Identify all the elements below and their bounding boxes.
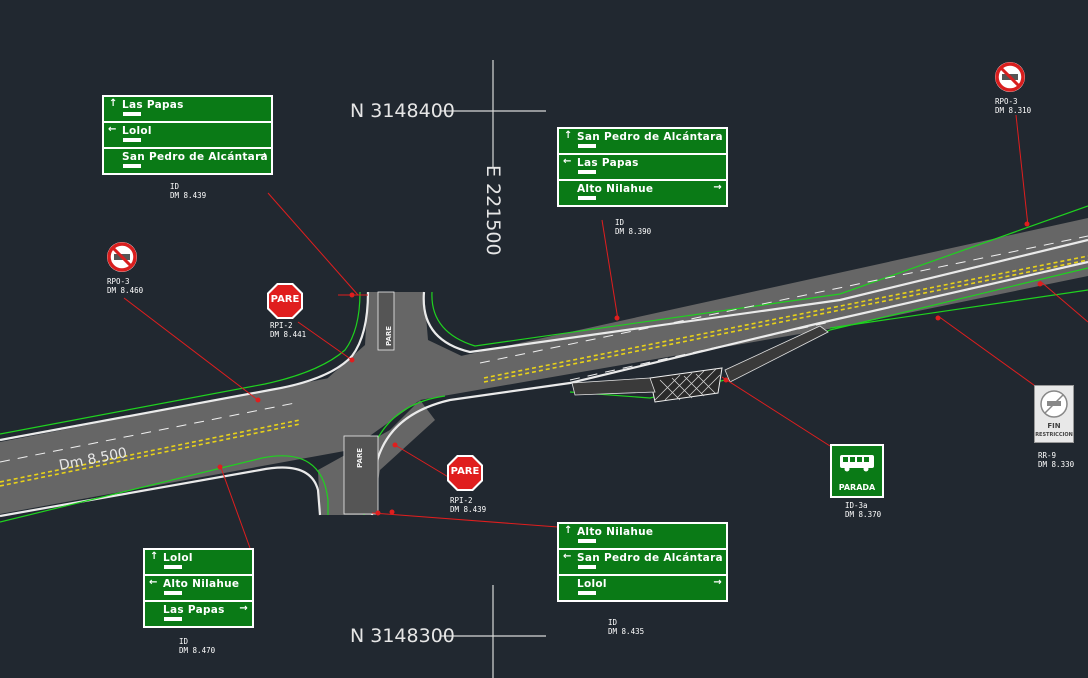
distance-plate	[577, 538, 597, 544]
distance-plate	[577, 590, 597, 596]
arrow-left-icon: ←	[108, 124, 117, 135]
distance-plate	[122, 111, 142, 117]
sign-row: ↑ Las Papas	[104, 97, 271, 123]
pare-marking-top: PARE	[385, 326, 393, 346]
destination-label: Lolol	[577, 578, 607, 590]
no-passing-sign-icon	[995, 62, 1025, 92]
destination-label: San Pedro de Alcántara	[577, 552, 723, 564]
arrow-right-icon: →	[239, 603, 248, 614]
sign-row: Alto Nilahue →	[559, 181, 726, 205]
sign-code-label: RPI-2 DM 8.439	[450, 496, 487, 514]
destination-label: San Pedro de Alcántara	[577, 131, 723, 143]
hatched-islands	[343, 291, 829, 515]
distance-plate	[122, 163, 142, 169]
bus-icon	[840, 455, 874, 472]
stop-sign-label: PARE	[270, 294, 300, 305]
sign-row: Las Papas →	[145, 602, 252, 626]
destination-label: Alto Nilahue	[163, 578, 240, 590]
stop-sign-icon: PARE	[446, 454, 484, 492]
bus-stop-sign: PARADA	[830, 444, 884, 498]
sign-code-label: RR-9 DM 8.330	[1038, 451, 1075, 469]
destination-label: San Pedro de Alcántara	[122, 151, 268, 163]
stop-sign-label: PARE	[450, 466, 480, 477]
arrow-left-icon: ←	[149, 577, 158, 588]
sign-row: San Pedro de Alcántara→	[104, 149, 271, 173]
sign-row: Lolol →	[559, 576, 726, 600]
sign-row: ← Lolol	[104, 123, 271, 149]
lane-dashes	[0, 235, 1088, 463]
sign-row: ← Alto Nilahue	[145, 576, 252, 602]
destination-label: Lolol	[163, 552, 193, 564]
east-coordinate: E 221500	[482, 165, 504, 256]
sign-code-label: ID-3a DM 8.370	[845, 501, 882, 519]
distance-plate	[122, 137, 142, 143]
destination-label: Las Papas	[122, 99, 184, 111]
arrow-up-icon: ↑	[150, 551, 159, 562]
distance-plate	[163, 590, 183, 596]
end-restriction-icon	[1040, 390, 1068, 418]
destination-label: Alto Nilahue	[577, 183, 654, 195]
sign-code-label: ID DM 8.439	[170, 182, 207, 200]
leader-dots	[217, 221, 1043, 516]
arrow-left-icon: ←	[563, 551, 572, 562]
destination-label: Alto Nilahue	[577, 526, 654, 538]
guide-sign-bottom-mid: ↑ Alto Nilahue ← San Pedro de Alcántara Lo…	[557, 522, 728, 602]
bus-stop-label: PARADA	[838, 483, 876, 492]
sign-code-label: RPO-3 DM 8.310	[995, 97, 1032, 115]
stop-sign-icon: PARE	[266, 282, 304, 320]
distance-plate	[577, 143, 597, 149]
arrow-up-icon: ↑	[564, 525, 573, 536]
sign-code-label: RPO-3 DM 8.460	[107, 277, 144, 295]
guide-sign-top-left: ↑ Las Papas ← Lolol San Pedro de Alcántara…	[102, 95, 273, 175]
sign-row: ↑ Alto Nilahue	[559, 524, 726, 550]
arrow-up-icon: ↑	[109, 98, 118, 109]
destination-label: Las Papas	[577, 157, 639, 169]
no-passing-sign-icon	[107, 242, 137, 272]
distance-plate	[577, 169, 597, 175]
arrow-right-icon: →	[713, 182, 722, 193]
guide-sign-top-mid: ↑ San Pedro de Alcántara ← Las Papas Alto …	[557, 127, 728, 207]
destination-label: Las Papas	[163, 604, 225, 616]
distance-plate	[163, 616, 183, 622]
distance-plate	[577, 564, 597, 570]
north-coordinate-bottom: N 3148300	[350, 625, 455, 647]
distance-plate	[577, 195, 597, 201]
arrow-left-icon: ←	[563, 156, 572, 167]
center-line	[0, 255, 1088, 487]
arrow-up-icon: ↑	[564, 130, 573, 141]
sign-row: ↑ Lolol	[145, 550, 252, 576]
sign-code-label: ID DM 8.390	[615, 218, 652, 236]
sign-row: ← San Pedro de Alcántara	[559, 550, 726, 576]
pare-marking-bottom: PARE	[356, 448, 364, 468]
coordinate-grid	[440, 60, 546, 678]
sign-code-label: ID DM 8.470	[179, 637, 216, 655]
sign-code-label: ID DM 8.435	[608, 618, 645, 636]
road-asphalt	[0, 218, 1088, 515]
destination-label: Lolol	[122, 125, 152, 137]
distance-plate	[163, 564, 183, 570]
guide-sign-bottom-left: ↑ Lolol ← Alto Nilahue Las Papas →	[143, 548, 254, 628]
sign-row: ↑ San Pedro de Alcántara	[559, 129, 726, 155]
north-coordinate-top: N 3148400	[350, 100, 455, 122]
sign-row: ← Las Papas	[559, 155, 726, 181]
arrow-right-icon: →	[713, 577, 722, 588]
arrow-right-icon: →	[258, 150, 267, 161]
sign-code-label: RPI-2 DM 8.441	[270, 321, 307, 339]
